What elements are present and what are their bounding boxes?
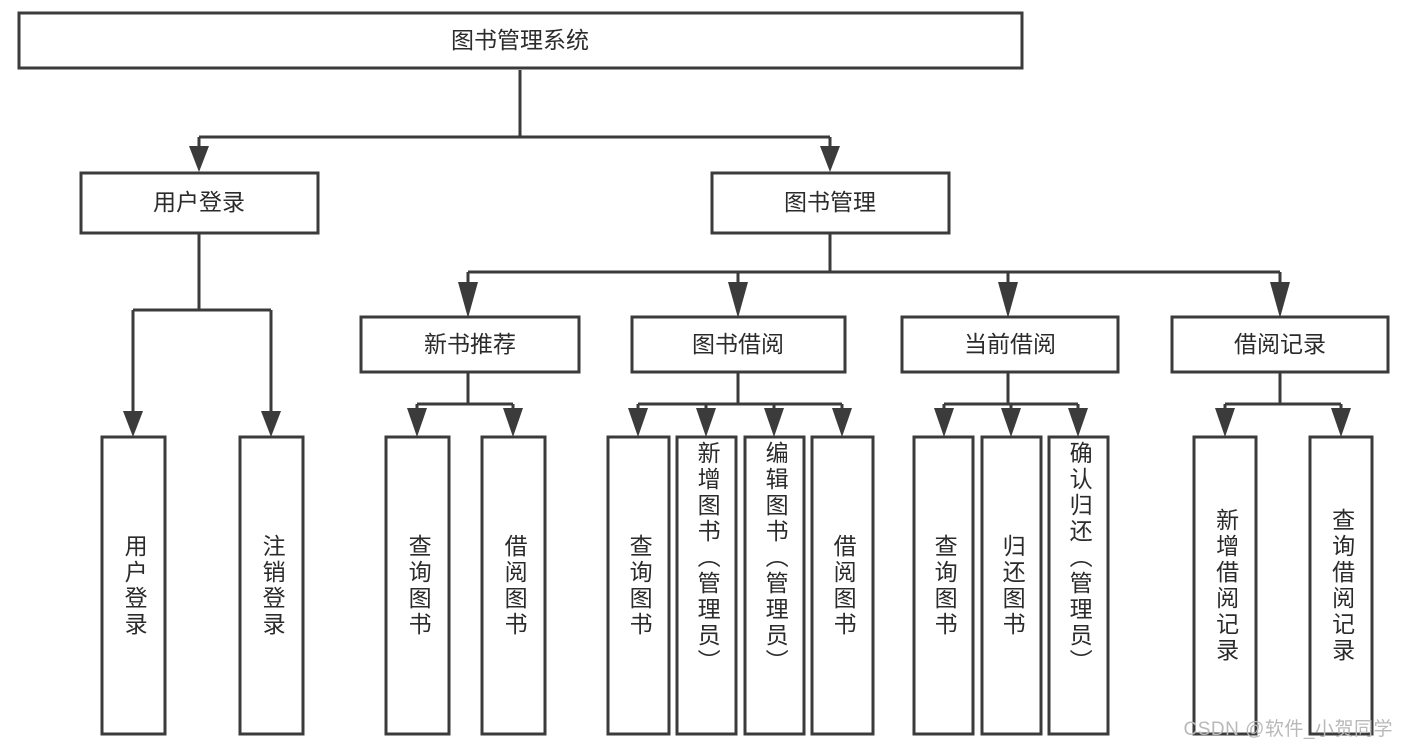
node-user-login-label: 用户登录 [153,189,245,215]
node-root-box[interactable] [17,11,1024,70]
arrowhead-newbook [458,282,478,318]
watermark-text: CSDN @软件_小贺同学 [1183,719,1393,740]
node-new-book-box[interactable] [359,315,581,374]
leaf-box-borrow-add[interactable] [675,435,738,736]
arrowhead-borrow-leaf-1 [628,408,648,437]
connector-layer [123,70,1351,437]
node-user-login-box[interactable] [79,171,320,235]
arrowhead-borrow-leaf-2 [696,408,716,437]
leaf-box-logout[interactable] [238,435,305,736]
node-book-mgmt-box[interactable] [710,171,951,235]
arrowhead-record-leaf-2 [1331,408,1351,437]
node-current-borrow-box[interactable] [900,315,1120,374]
leaf-box-current-query[interactable] [912,435,975,736]
node-current-borrow-label: 当前借阅 [964,331,1056,357]
leaf-box-borrow-edit[interactable] [743,435,806,736]
arrowhead-current-leaf-2 [1001,408,1021,437]
node-borrow-record-box[interactable] [1170,315,1390,374]
leaf-box-current-return[interactable] [980,435,1043,736]
node-new-book-label: 新书推荐 [424,331,516,357]
arrowhead-record [1270,282,1290,318]
node-borrow-record-label: 借阅记录 [1234,331,1326,357]
arrowhead-borrow-leaf-4 [832,408,852,437]
arrowhead-borrow [728,282,748,318]
arrowhead-current [998,282,1018,318]
arrowhead-current-leaf-1 [934,408,954,437]
leaf-box-borrow-lend[interactable] [810,435,875,736]
leaf-box-record-query[interactable] [1308,435,1374,736]
leaf-box-newbook-borrow[interactable] [480,435,547,736]
arrowhead-newbook-leaf-1 [407,408,427,437]
arrowhead-newbook-leaf-2 [503,408,523,437]
arrowhead-book-mgmt [820,146,840,172]
arrowhead-user-login [189,146,209,172]
node-root-label: 图书管理系统 [451,27,589,53]
arrowhead-record-leaf-1 [1215,408,1235,437]
leaf-box-current-confirm[interactable] [1047,435,1110,736]
node-layer: 图书管理系统 用户登录 图书管理 新书推荐 图书借阅 当前借阅 借阅记录 [17,11,1390,736]
arrowhead-borrow-leaf-3 [764,408,784,437]
arrowhead-current-leaf-3 [1068,408,1088,437]
leaf-box-borrow-query[interactable] [606,435,671,736]
node-book-borrow-box[interactable] [630,315,847,374]
arrowhead-leaf-user-login [123,411,143,437]
node-book-mgmt-label: 图书管理 [784,189,876,215]
leaf-box-user-login[interactable] [100,435,167,736]
leaf-box-newbook-query[interactable] [384,435,451,736]
leaf-box-record-add[interactable] [1192,435,1258,736]
arrowhead-leaf-logout [261,411,281,437]
node-book-borrow-label: 图书借阅 [692,331,784,357]
